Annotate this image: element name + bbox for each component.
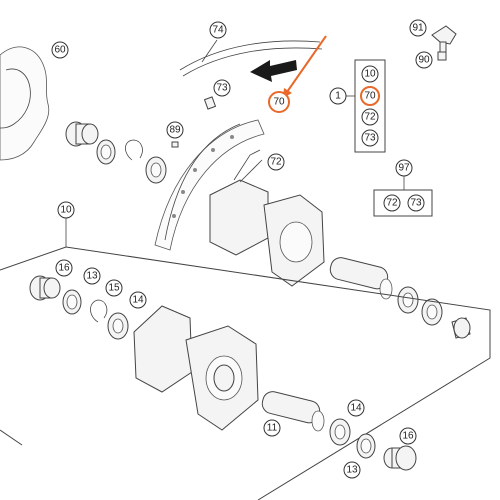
lower-hub <box>133 305 259 431</box>
callout-15: 15 <box>105 279 123 297</box>
upper-bearing <box>145 156 167 184</box>
lower-seal-right <box>356 433 376 459</box>
upper-right-bearings <box>397 286 471 339</box>
callout-14-left-label: 14 <box>132 295 144 306</box>
callout-70-highlighted-label: 70 <box>273 97 285 108</box>
lower-bearing-left <box>107 312 129 340</box>
callout-74-label: 74 <box>212 25 224 36</box>
callout-91: 91 <box>409 19 427 37</box>
callout-10-hub: 10 <box>57 201 75 219</box>
kit-1-item-10-label: 10 <box>364 69 376 80</box>
kit-1-item-72-label: 72 <box>364 112 376 123</box>
brake-disc <box>0 46 50 161</box>
lower-spacer-left <box>29 275 61 301</box>
kit-97-item-72-label: 72 <box>386 198 398 209</box>
callout-11-label: 11 <box>267 423 278 434</box>
upper-bearing-spacer <box>65 121 99 147</box>
kit-97-item-73: 73 <box>407 194 425 212</box>
lower-circlip <box>90 299 108 323</box>
valve-nut <box>437 51 447 61</box>
kit-1-item-70: 70 <box>360 86 380 106</box>
callout-90-label: 90 <box>418 55 430 66</box>
kit-1-item-73-label: 73 <box>364 133 376 144</box>
callout-97: 97 <box>395 159 413 177</box>
lower-axle <box>261 391 325 432</box>
callout-13-left-label: 13 <box>86 271 98 282</box>
spoke-nipple <box>203 96 217 110</box>
kit-1-item-72: 72 <box>361 108 379 126</box>
callout-89: 89 <box>166 121 184 148</box>
callout-70-highlighted: 70 <box>268 91 290 113</box>
callout-14-left: 14 <box>129 291 147 309</box>
callout-1-label: 1 <box>335 91 341 102</box>
upper-hub <box>209 149 325 287</box>
direction-arrow-icon <box>250 60 297 82</box>
callout-13-left: 13 <box>83 267 101 285</box>
kit-1-item-73: 73 <box>361 129 379 147</box>
callout-90: 90 <box>415 51 433 69</box>
callout-16-right: 16 <box>399 427 417 445</box>
kit-97-item-72: 72 <box>383 194 401 212</box>
callout-16-left-label: 16 <box>58 263 70 274</box>
callout-16-left: 16 <box>55 259 73 277</box>
callout-73-top: 73 <box>213 79 231 97</box>
callout-13-right: 13 <box>343 461 361 479</box>
upper-seal <box>96 139 116 165</box>
callout-60: 60 <box>51 41 69 59</box>
valve-cap <box>431 25 457 53</box>
callout-16-right-label: 16 <box>402 431 414 442</box>
callout-13-right-label: 13 <box>346 465 358 476</box>
kit-1-item-70-label: 70 <box>364 91 376 102</box>
callout-91-label: 91 <box>412 23 424 34</box>
callout-97-label: 97 <box>398 163 410 174</box>
lower-spacer-right <box>383 445 417 471</box>
lower-seal-left <box>62 289 82 315</box>
rim-tape <box>179 39 323 77</box>
callout-14-right: 14 <box>347 399 365 417</box>
callout-11: 11 <box>263 419 281 437</box>
upper-axle <box>329 257 393 300</box>
callout-60-label: 60 <box>54 45 66 56</box>
wheel-rim <box>154 119 265 251</box>
callout-1: 1 <box>329 87 347 105</box>
callout-72-hub: 72 <box>267 153 285 171</box>
kit-97-item-73-label: 73 <box>410 198 422 209</box>
callout-73-top-label: 73 <box>216 83 228 94</box>
hub-10-group: 10 <box>0 201 491 500</box>
callout-74: 74 <box>209 21 227 39</box>
callout-72-hub-label: 72 <box>270 157 282 168</box>
upper-circlip <box>125 139 143 161</box>
callout-10-hub-label: 10 <box>60 205 72 216</box>
callout-89-label: 89 <box>169 125 181 136</box>
callout-15-label: 15 <box>108 283 120 294</box>
kit-1-item-10: 10 <box>361 65 379 83</box>
kit-97-group: 97 72 73 <box>373 159 433 217</box>
callout-14-right-label: 14 <box>350 403 362 414</box>
kit-1-group: 1 10 70 72 73 <box>329 59 386 153</box>
lower-bearing-right <box>329 418 351 446</box>
